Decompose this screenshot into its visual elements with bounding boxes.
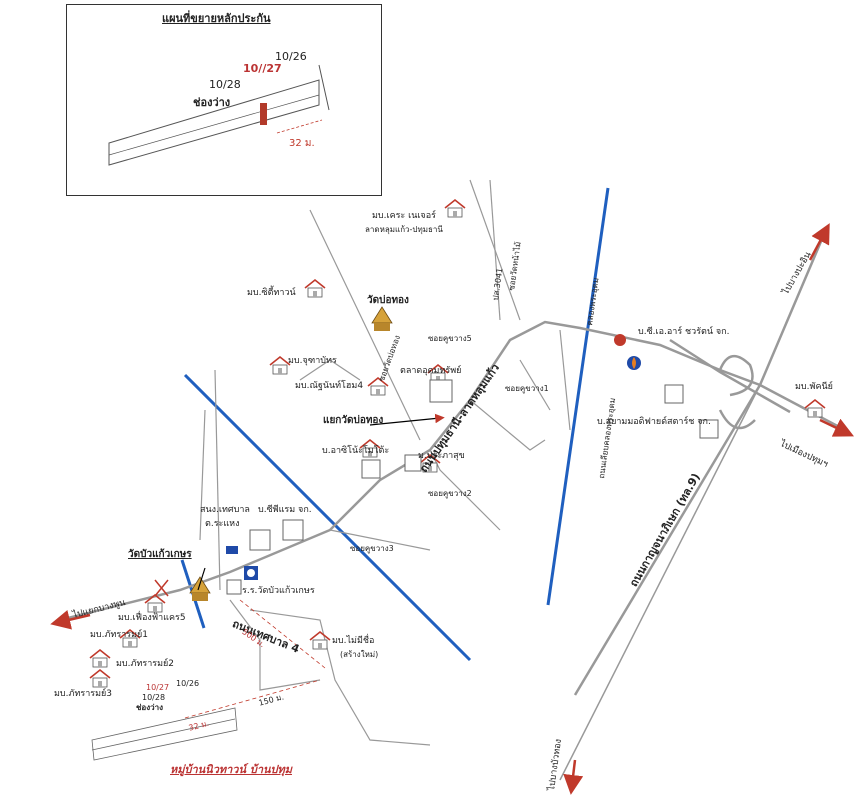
place-m-prakarn: ม.ประภาสุข xyxy=(418,451,465,461)
soi-5: ซอยคูขวาง5 xyxy=(428,334,472,343)
place-b-sgr: บ.ซี.เอ.อาร์ ชวรัตน์ จก. xyxy=(638,327,730,337)
place-mb-city-town: มบ.ซิตี้ทาวน์ xyxy=(247,288,296,298)
place-mb-phakpiya: มบ.พัคนีย์ xyxy=(795,382,833,392)
place-mb-phuengfa: มบ.เฟื่องฟ้าแคร5 xyxy=(118,613,186,623)
house-icon xyxy=(444,199,466,218)
building-squares xyxy=(226,379,719,595)
place-mb-creative-sub: ลาดหลุมแก้ว-ปทุมธานี xyxy=(365,225,443,234)
inset-title: แผนที่ขยายหลักประกัน xyxy=(162,12,271,25)
place-mb-phitharam-1: มบ.ภัทรารมย์1 xyxy=(90,630,149,640)
house-icon xyxy=(269,356,291,375)
place-wat-bo-thong: วัดบ่อทอง xyxy=(367,295,409,306)
place-mb-creative: มบ.เคระ เนเจอร์ xyxy=(372,211,436,221)
bottom-plot-grid xyxy=(91,707,238,761)
place-mb-mai-mi-chue: มบ.ไม่มีชื่อ xyxy=(332,636,375,646)
place-sbt-tesaban: สนง.เทศบาล xyxy=(200,505,250,515)
house-icon xyxy=(89,649,111,668)
house-icon xyxy=(89,669,111,688)
house-icon xyxy=(804,399,826,418)
place-b-asahi: บ.อาซิโน้ะโมโต้ะ xyxy=(322,446,390,456)
school-icon xyxy=(226,546,258,580)
road-network xyxy=(59,179,846,781)
place-new-build: (สร้างใหม่) xyxy=(340,650,379,659)
bottom-gap-label: ช่องว่าง xyxy=(136,703,164,712)
bottom-caption: หมู่บ้านนิวทาวน์ บ้านปทุม xyxy=(170,763,292,776)
bottom-plot-a: 10/27 xyxy=(146,683,170,692)
gas-station-icon xyxy=(614,334,641,370)
place-t-rahaeng: ต.ระแหง xyxy=(205,519,240,529)
pointer-arrow xyxy=(369,413,445,426)
place-mb-chuchawan: มบ.จุฑาบัทร xyxy=(288,356,337,366)
inset-map: แผนที่ขยายหลักประกัน 10//27 10/26 10/28 … xyxy=(66,4,382,196)
bottom-plot-c: 10/28 xyxy=(142,693,166,702)
pointer-arrow xyxy=(197,567,206,591)
place-b-siam: บ.สยามมอดิฟายด์สตาร์ช จก. xyxy=(597,417,711,427)
cross-mark xyxy=(154,579,169,597)
soi-2: ซอยคูขวาง2 xyxy=(428,489,472,498)
place-school: ร.ร.วัดบัวแก้วเกษร xyxy=(242,586,315,596)
inset-plot-a: 10//27 xyxy=(243,62,282,75)
soi-1: ซอยคูขวาง1 xyxy=(505,384,549,393)
place-mb-phitharam-2: มบ.ภัทรารมย์2 xyxy=(116,659,175,669)
bottom-plot-b: 10/26 xyxy=(176,679,200,688)
place-b-cpram: บ.ซีพีแรม จก. xyxy=(258,505,312,515)
distance-line xyxy=(184,679,321,719)
inset-gap-label: ช่องว่าง xyxy=(193,96,231,109)
inset-plot-b: 10/26 xyxy=(275,50,307,63)
canal-left xyxy=(183,373,472,662)
canal-phra-udom xyxy=(546,187,610,606)
inset-distance: 32 ม. xyxy=(289,138,315,149)
direction-arrows xyxy=(50,223,855,795)
place-mb-nanthiya: มบ.ณัฐนันท์โฮม4 xyxy=(295,381,364,391)
place-wat-bua-kaew: วัดบัวแก้วเกษร xyxy=(128,549,192,560)
house-icon xyxy=(309,631,331,650)
place-talad: ตลาดอุดมทรัพย์ xyxy=(400,366,462,376)
place-yaek-wat: แยกวัดบ่อทอง xyxy=(323,415,384,426)
temple-icon xyxy=(371,306,393,331)
inset-plot-c: 10/28 xyxy=(209,78,241,91)
place-mb-phitharam-3: มบ.ภัทรารมย์3 xyxy=(54,689,113,699)
soi-3: ซอยคูขวาง3 xyxy=(350,544,394,553)
house-icon xyxy=(304,279,326,298)
inset-plot-grid xyxy=(108,64,330,166)
